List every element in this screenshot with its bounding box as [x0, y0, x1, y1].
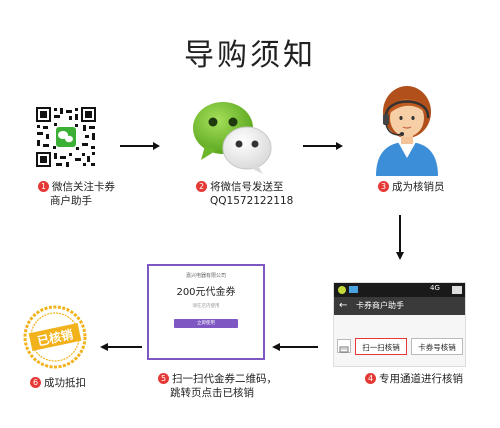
- image-notification-icon: [349, 286, 358, 293]
- arrow-left-icon: [100, 337, 142, 351]
- signal-label: 4G: [430, 284, 440, 292]
- voucher-merchant: 嘉兴电器有限公司: [185, 273, 226, 279]
- customer-service-icon: [372, 84, 442, 176]
- step-6-text: 成功抵扣: [44, 377, 86, 389]
- step-5-text: 扫一扫代金券二维码，: [172, 373, 277, 385]
- app-bar: ← 卡券商户助手: [334, 297, 465, 315]
- svg-text:已核销: 已核销: [36, 326, 74, 348]
- step-5-text-2: 跳转页点击已核销: [170, 387, 254, 399]
- wechat-icon: [191, 98, 273, 176]
- status-bar: 4G: [334, 283, 465, 297]
- phone-screen: 4G ← 卡券商户助手 扫一扫核销 卡券号核销: [333, 282, 466, 367]
- step-2-text: 将微信号发送至: [210, 181, 284, 193]
- step-5-number: 5: [158, 373, 169, 384]
- back-arrow-icon[interactable]: ←: [339, 300, 348, 311]
- step-2-text-2: QQ1572122118: [210, 195, 294, 207]
- step-1-number: 1: [38, 181, 49, 192]
- arrow-left-icon: [272, 337, 318, 351]
- verify-options: 扫一扫核销 卡券号核销: [334, 325, 465, 365]
- step-4-number: 4: [365, 373, 376, 384]
- arrow-down-icon: [395, 215, 405, 260]
- step-1-text-2: 商户助手: [50, 195, 92, 207]
- tab-code-verify[interactable]: 卡券号核销: [411, 338, 463, 355]
- keyboard-icon[interactable]: [337, 339, 351, 353]
- step-2-number: 2: [196, 181, 207, 192]
- app-notification-icon: [338, 286, 346, 294]
- arrow-right-icon: [303, 136, 343, 150]
- voucher-amount: 200元代金券: [176, 287, 236, 298]
- qr-code-icon: [35, 106, 97, 168]
- step-3-number: 3: [378, 181, 389, 192]
- tab-scan-verify[interactable]: 扫一扫核销: [355, 338, 407, 355]
- voucher-use-button[interactable]: 立即使用: [174, 319, 238, 328]
- voucher-card: 嘉兴电器有限公司 200元代金券 请在店内使用 立即使用: [147, 264, 265, 360]
- app-title: 卡券商户助手: [356, 301, 404, 310]
- step-4-text: 专用通道进行核销: [379, 373, 463, 385]
- voucher-note: 请在店内使用: [192, 304, 220, 309]
- step-1-text: 微信关注卡券: [52, 181, 115, 193]
- step-3-text: 成为核销员: [392, 181, 445, 193]
- step-6-number: 6: [30, 377, 41, 388]
- arrow-right-icon: [120, 136, 160, 150]
- battery-icon: [452, 286, 462, 294]
- stamp-icon: 已核销: [22, 304, 88, 370]
- page-title: 导购须知: [184, 38, 316, 73]
